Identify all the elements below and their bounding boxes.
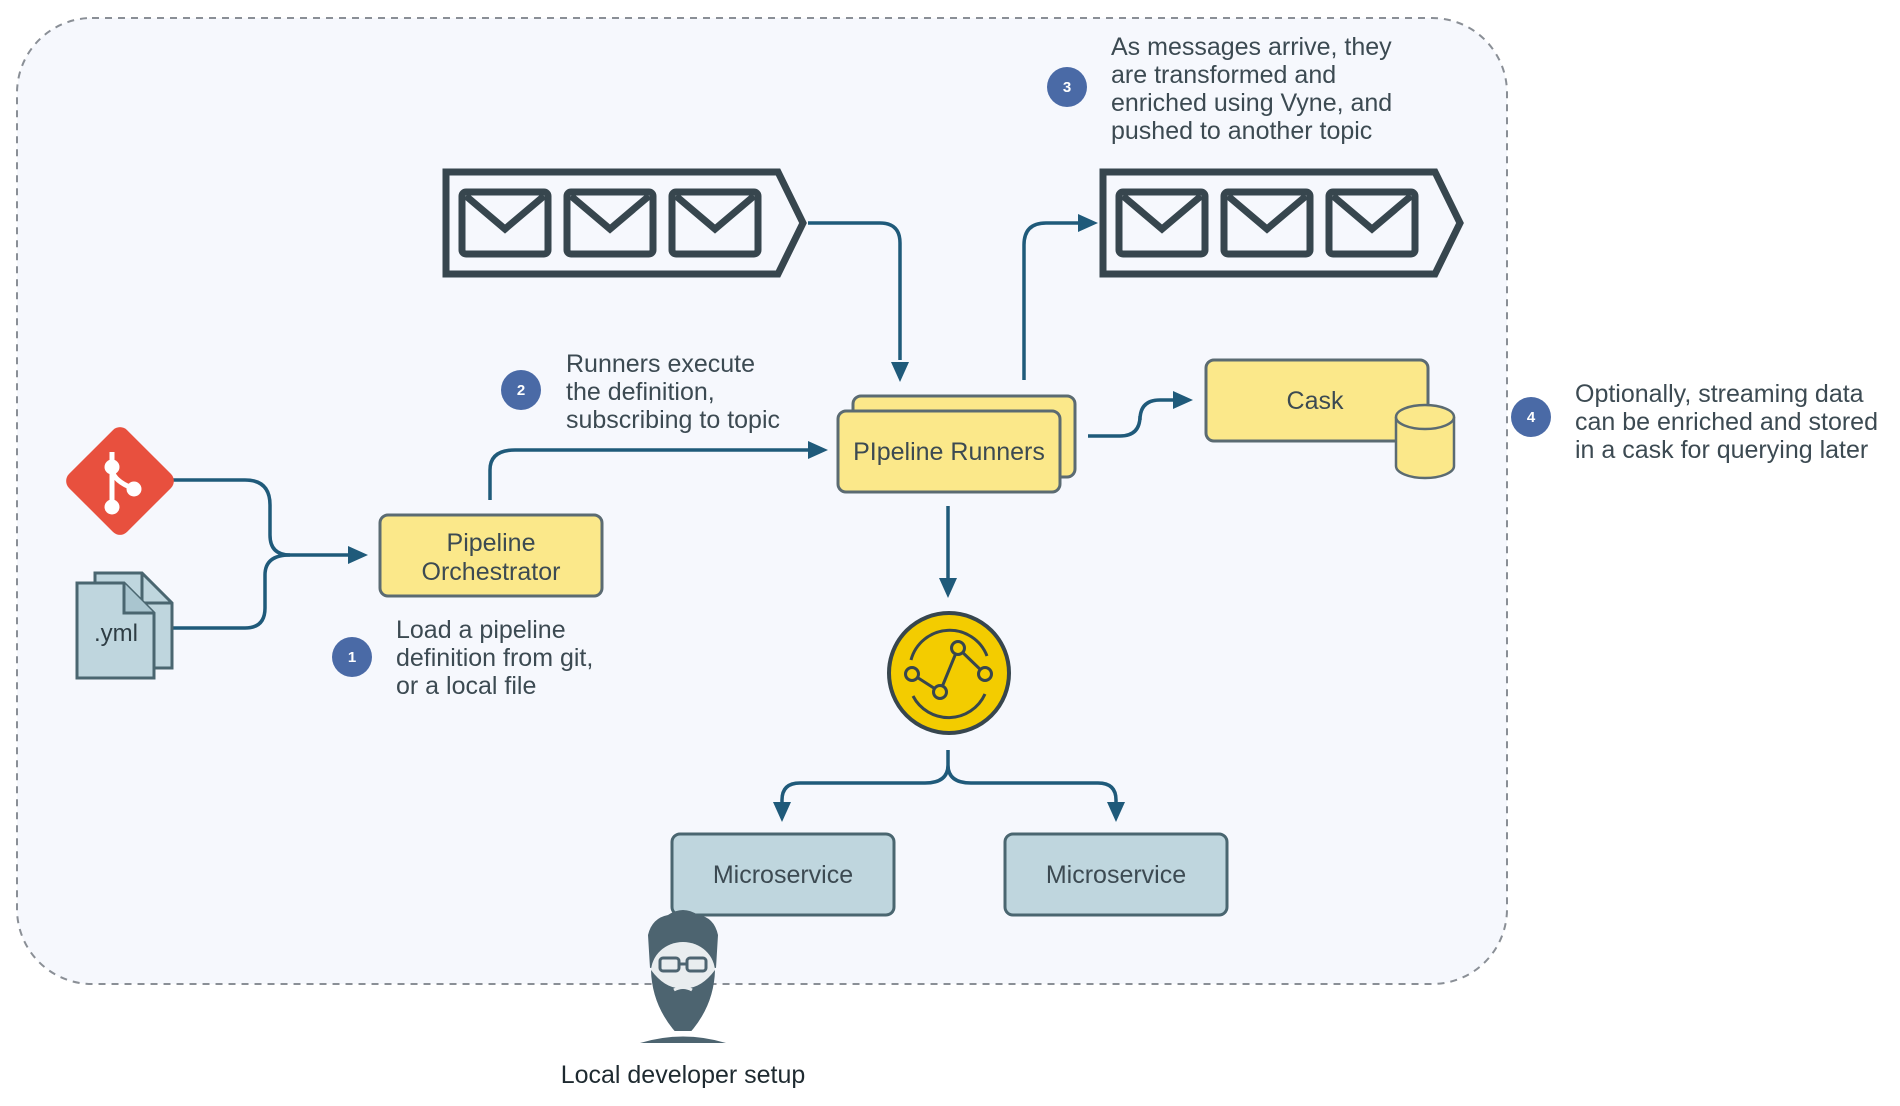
step-2-line-3: subscribing to topic xyxy=(566,406,780,434)
edge-queue-to-runners xyxy=(808,221,902,360)
connectors xyxy=(165,214,1193,822)
setup-caption: Local developer setup xyxy=(561,1061,806,1089)
microservice-left-node[interactable]: Microservice xyxy=(670,832,896,917)
step-4-number: 4 xyxy=(1527,409,1536,426)
step-1-badge xyxy=(332,637,372,677)
step-4-line-1: Optionally, streaming data xyxy=(1575,380,1864,408)
edge-orchestrator-to-runners xyxy=(488,448,808,500)
arrowhead-cask xyxy=(1173,391,1193,409)
step-4-line-3: in a cask for querying later xyxy=(1575,436,1868,464)
step-1-number: 1 xyxy=(348,649,356,666)
step-1-line-1: Load a pipeline xyxy=(396,616,566,644)
local-environment-boundary xyxy=(16,17,1508,985)
step-3-number: 3 xyxy=(1063,79,1071,96)
edge-file-to-orchestrator xyxy=(170,553,291,630)
step-2-number: 2 xyxy=(517,382,525,399)
cask-node[interactable]: Cask xyxy=(1204,358,1456,480)
orchestrator-label-line-1: Pipeline xyxy=(447,529,536,557)
edge-vyne-to-microservices xyxy=(780,750,1118,803)
step-4: 4 Optionally, streaming data can be enri… xyxy=(1511,380,1878,464)
arrowhead-vyne xyxy=(939,578,957,598)
file-label: .yml xyxy=(94,620,138,647)
input-message-queue-icon xyxy=(442,168,807,278)
step-4-badge xyxy=(1511,397,1551,437)
step-3-line-4: pushed to another topic xyxy=(1111,117,1372,145)
yml-file-icon: .yml xyxy=(75,571,174,680)
orchestrator-label-line-2: Orchestrator xyxy=(422,558,561,586)
step-2: 2 Runners execute the definition, subscr… xyxy=(501,350,780,434)
arrowhead-microservice-left xyxy=(773,802,791,822)
database-icon xyxy=(1394,403,1456,480)
step-1-line-3: or a local file xyxy=(396,672,536,700)
edge-runners-to-cask xyxy=(1088,398,1173,438)
step-3: 3 As messages arrive, they are transform… xyxy=(1047,33,1392,145)
pipeline-runners-node[interactable]: PIpeline Runners xyxy=(836,394,1077,494)
arrowhead-orchestrator xyxy=(348,546,368,564)
step-2-badge xyxy=(501,370,541,410)
vyne-logo-icon[interactable] xyxy=(887,611,1011,735)
step-3-line-3: enriched using Vyne, and xyxy=(1111,89,1392,117)
runners-label: PIpeline Runners xyxy=(853,438,1045,466)
step-4-line-2: can be enriched and stored xyxy=(1575,408,1878,436)
step-2-line-1: Runners execute xyxy=(566,350,755,378)
developer-avatar-icon xyxy=(640,910,726,1043)
step-3-line-1: As messages arrive, they xyxy=(1111,33,1392,61)
arrowhead-output-queue xyxy=(1078,214,1098,232)
cask-label: Cask xyxy=(1287,387,1344,415)
pipeline-orchestrator-node[interactable]: Pipeline Orchestrator xyxy=(378,513,604,598)
microservice-right-label: Microservice xyxy=(1046,861,1186,889)
edge-runners-to-output-queue xyxy=(1022,221,1078,380)
output-message-queue-icon xyxy=(1099,168,1464,278)
step-3-badge xyxy=(1047,67,1087,107)
step-1-line-2: definition from git, xyxy=(396,644,593,672)
arrowhead-microservice-right xyxy=(1107,802,1125,822)
microservice-left-label: Microservice xyxy=(713,861,853,889)
step-3-line-2: are transformed and xyxy=(1111,61,1336,89)
step-1: 1 Load a pipeline definition from git, o… xyxy=(332,616,593,700)
arrowhead-runners-left xyxy=(808,441,828,459)
arrowhead-runners-top xyxy=(891,362,909,382)
git-logo-icon xyxy=(66,427,174,535)
microservice-right-node[interactable]: Microservice xyxy=(1003,832,1229,917)
step-2-line-2: the definition, xyxy=(566,378,715,406)
runners-front-card xyxy=(836,409,1062,494)
